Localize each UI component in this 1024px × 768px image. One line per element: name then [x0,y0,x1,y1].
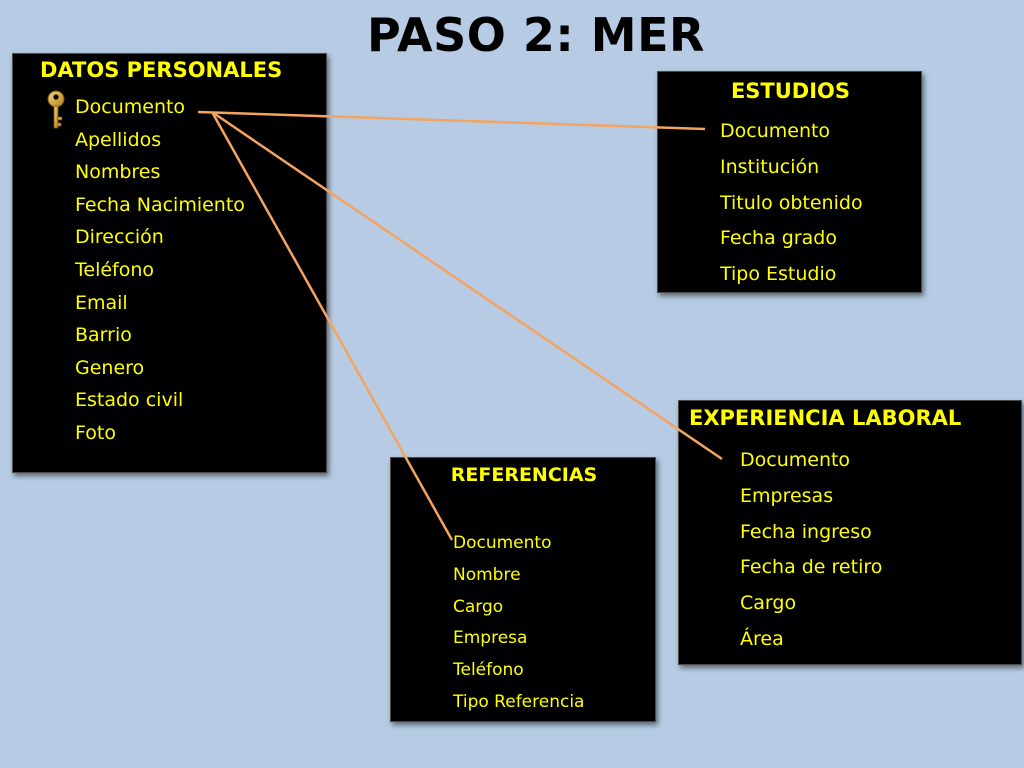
key-icon [47,90,65,129]
entity-referencias[interactable]: REFERENCIAS Documento Nombre Cargo Empre… [390,457,656,722]
attribute-genero: Genero [75,356,145,379]
attribute-fecha-nacimiento: Fecha Nacimiento [75,193,245,216]
attribute-fecha-grado: Fecha grado [720,227,837,250]
attribute-foto: Foto [75,421,116,444]
attribute-estado-civil: Estado civil [75,389,184,412]
attribute-list: Documento Apellidos Nombres Fecha Nacimi… [75,94,245,453]
attribute-documento: Documento [453,533,552,553]
attribute-list: Documento Institución Titulo obtenido Fe… [720,117,863,296]
attribute-empresas: Empresas [740,484,834,507]
entity-title: EXPERIENCIA LABORAL [689,406,962,430]
attribute-tipo-referencia: Tipo Referencia [453,691,585,712]
entity-title: DATOS PERSONALES [40,58,283,82]
attribute-barrio: Barrio [75,324,132,347]
attribute-institucion: Institución [720,155,820,178]
entity-estudios[interactable]: ESTUDIOS Documento Institución Titulo ob… [657,71,922,293]
attribute-list: Documento Nombre Cargo Empresa Teléfono … [453,531,584,722]
attribute-documento: Documento [720,120,831,142]
attribute-direccion: Dirección [75,226,164,249]
attribute-cargo: Cargo [740,592,797,615]
attribute-fecha-ingreso: Fecha ingreso [740,520,872,543]
page-title: PASO 2: MER [367,8,705,62]
attribute-email: Email [75,291,128,314]
attribute-area: Área [740,627,784,650]
attribute-apellidos: Apellidos [75,128,162,151]
attribute-telefono: Teléfono [453,660,524,681]
attribute-telefono: Teléfono [75,258,155,281]
entity-title: ESTUDIOS [730,79,851,103]
attribute-documento: Documento [75,96,186,118]
entity-datos-personales[interactable]: DATOS PERSONALES Documento Apellidos Nom… [12,53,327,473]
attribute-empresa: Empresa [453,628,528,649]
attribute-list: Documento Empresas Fecha ingreso Fecha d… [740,446,882,661]
attribute-titulo-obtenido: Titulo obtenido [720,191,863,214]
attribute-nombre: Nombre [453,564,521,585]
attribute-nombres: Nombres [75,161,161,184]
entity-title: REFERENCIAS [450,464,598,486]
attribute-documento: Documento [740,449,851,471]
attribute-fecha-retiro: Fecha de retiro [740,556,883,579]
attribute-cargo: Cargo [453,596,504,617]
attribute-tipo-estudio: Tipo Estudio [720,263,837,286]
entity-experiencia-laboral[interactable]: EXPERIENCIA LABORAL Documento Empresas F… [678,400,1022,665]
